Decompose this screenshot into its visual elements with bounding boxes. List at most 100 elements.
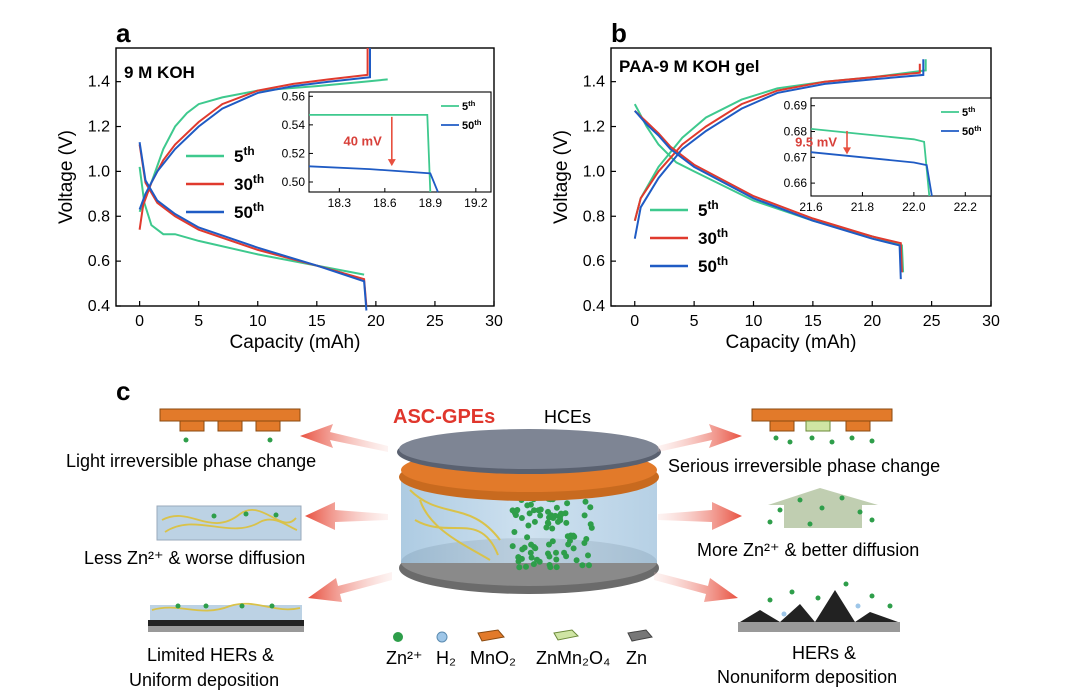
left-brick-illustration [159, 408, 301, 443]
zn-ion-particle [587, 504, 594, 511]
left-label-4: Uniform deposition [129, 670, 279, 690]
left-label-2: Less Zn²⁺ & worse diffusion [84, 548, 305, 568]
annotation-arrow-head [843, 147, 851, 155]
zn-ion-particle [561, 549, 568, 556]
x-tick-label: 15 [804, 313, 822, 330]
inset-legend-label-50th: 50th [962, 124, 982, 139]
legend-zn-ion: Zn²⁺ [386, 648, 423, 668]
y-tick-label: 1.0 [583, 163, 605, 180]
condition-label: PAA-9 M KOH gel [619, 57, 759, 76]
zn-ion-particle [516, 564, 523, 571]
zn-ion-particle [509, 543, 516, 550]
zn-ion-particle [537, 512, 544, 519]
zn-ion-particle [511, 510, 518, 516]
legend-label-30th: 30th [698, 226, 728, 248]
y-tick-label: 0.6 [583, 253, 605, 270]
y-tick-label: 0.6 [88, 253, 110, 270]
zn-ion-particle [525, 522, 532, 529]
series-50th-charge [633, 59, 925, 239]
zn-ion-particle [518, 515, 525, 521]
x-tick-label: 30 [982, 313, 1000, 330]
inset-y-tick-label: 0.67 [784, 150, 808, 164]
zn-ion-particle [523, 563, 529, 570]
inset-y-tick-label: 0.50 [282, 175, 306, 189]
polymer-fiber [409, 489, 501, 561]
right-brick-illustration [751, 408, 893, 445]
panel-letter-a: a [116, 18, 131, 48]
y-tick-label: 1.0 [88, 163, 110, 180]
zn-ion-particle [567, 537, 573, 544]
zn-ion-particle [581, 512, 588, 519]
zn-ion-particle [544, 519, 551, 526]
y-tick-label: 0.8 [583, 208, 605, 225]
panel-letter-b: b [611, 18, 627, 48]
x-tick-label: 10 [745, 313, 763, 330]
y-tick-label: 1.2 [583, 119, 605, 136]
left-label-1: Light irreversible phase change [66, 451, 316, 471]
left-deposition-illustration [148, 602, 304, 632]
zn-ion-particle [553, 556, 560, 563]
inset-y-tick-label: 0.69 [784, 99, 808, 113]
center-device-illustration [397, 429, 661, 594]
zn-ion-particle [527, 549, 534, 556]
h2-icon [436, 631, 448, 643]
inset-series-5th [309, 114, 432, 193]
zn-ion-particle [553, 564, 560, 571]
series-50th-discharge [138, 142, 368, 311]
legend-label-5th: 5th [234, 144, 255, 166]
inset-x-tick-label: 18.3 [328, 196, 352, 210]
hces-title: HCEs [544, 407, 591, 427]
right-arrow-top [658, 424, 742, 452]
legend-mno2: MnO₂ [470, 648, 516, 668]
x-tick-label: 0 [135, 313, 144, 330]
zn-ion-particle [543, 524, 550, 531]
y-tick-label: 0.8 [88, 208, 110, 225]
zn-ion-particle [531, 507, 537, 514]
znmn2o4-icon [553, 629, 580, 641]
zn-ion-particle [579, 562, 586, 569]
inset-y-tick-label: 0.54 [282, 118, 306, 132]
panel-letter-c: c [116, 376, 130, 406]
inset-x-tick-label: 22.0 [902, 200, 926, 214]
inset-frame [810, 97, 992, 197]
inset-y-tick-label: 0.52 [282, 146, 306, 160]
zn-ion-particle [524, 502, 531, 509]
right-arrow-bottom [654, 572, 738, 602]
zn-ion-particle [562, 510, 569, 517]
annotation-label: 40 mV [343, 134, 382, 149]
inset-legend-label-5th: 5th [462, 99, 476, 114]
zn-ion-particle [511, 529, 518, 535]
x-tick-label: 15 [308, 313, 326, 330]
inset-series-50th [308, 165, 439, 193]
inset-legend-label-5th: 5th [962, 105, 976, 120]
zn-ion-particle [519, 546, 526, 553]
zn-ion-particle [549, 525, 556, 532]
legend-label-30th: 30th [234, 172, 264, 194]
x-tick-label: 0 [630, 313, 639, 330]
zn-ion-particle [531, 518, 538, 525]
zn-ion-particle [586, 562, 592, 569]
x-axis-title: Capacity (mAh) [726, 332, 857, 353]
legend-h2: H₂ [436, 648, 456, 668]
current-collector-top [399, 429, 659, 469]
zn-ion-particle [585, 552, 591, 559]
zn-icon [627, 629, 653, 642]
legend-zn: Zn [626, 648, 647, 668]
zn-ion-particle [534, 556, 540, 563]
series-5th-discharge [138, 166, 365, 276]
legend-label-5th: 5th [698, 198, 719, 220]
zn-ion-particle [546, 553, 553, 560]
inset-x-tick-label: 18.6 [373, 196, 397, 210]
zn-ion-particle [587, 521, 594, 528]
zn-ion-particle [550, 515, 557, 521]
x-tick-label: 25 [923, 313, 941, 330]
x-tick-label: 10 [249, 313, 267, 330]
legend-label-50th: 50th [698, 254, 728, 276]
inset-legend-label-50th: 50th [462, 118, 482, 133]
x-tick-label: 30 [485, 313, 503, 330]
inset-y-tick-label: 0.56 [282, 89, 306, 103]
zn-ion-particle [524, 534, 531, 541]
